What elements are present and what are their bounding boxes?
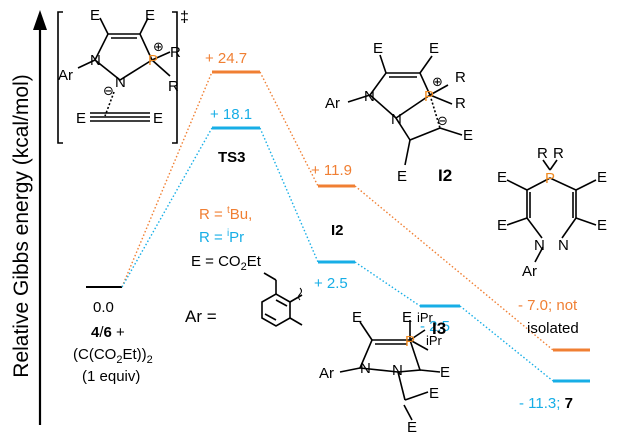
ts-atom-p: P: [148, 52, 158, 69]
i2-title: I2: [438, 166, 452, 185]
path-ipr-3: [354, 261, 421, 307]
i3-atom-e2: E: [402, 309, 412, 326]
path-ipr-1: [121, 127, 213, 288]
p-atom-e3: E: [497, 217, 507, 234]
i2-atom-n1: N: [364, 88, 375, 105]
product-structure: R R P E E E E N N Ar: [497, 145, 607, 280]
label-start-name-a: 4/6 +: [91, 324, 125, 341]
path-ipr-2: [259, 127, 319, 263]
ts-atom-e4: E: [153, 110, 163, 127]
p-atom-e1: E: [497, 169, 507, 186]
i3-atom-e4: E: [429, 385, 439, 402]
i2-structure: E E N N P ⊕ ⊖ R R Ar E E I2: [325, 40, 473, 185]
label-ts-tbu: + 24.7: [205, 50, 247, 67]
i2-atom-e2: E: [429, 40, 439, 57]
i3-ipr-2: iPr: [426, 333, 443, 348]
y-axis-arrow: [33, 10, 47, 30]
label-p-ipr: - 11.3; 7: [519, 395, 573, 412]
i3-atom-e5: E: [407, 419, 417, 435]
i3-structure: E E P iPr iPr I3 N N Ar E E E: [319, 309, 450, 435]
i3-title: I3: [432, 319, 446, 338]
i2-atom-ar: Ar: [325, 95, 340, 112]
p-atom-e2: E: [597, 169, 607, 186]
ts-atom-e1: E: [90, 7, 100, 24]
i2-atom-r2: R: [455, 95, 466, 112]
ts-atom-e2: E: [145, 7, 155, 24]
i3-atom-n1: N: [360, 360, 371, 377]
i3-atom-p: P: [405, 333, 415, 350]
i3-atom-e3: E: [440, 364, 450, 381]
path-ipr-4: [459, 305, 554, 382]
legend-r-ipr: R = iPr: [199, 228, 244, 246]
ts-atom-ar: Ar: [58, 67, 73, 84]
y-axis-label: Relative Gibbs energy (kcal/mol): [10, 74, 33, 377]
i2-atom-r1: R: [455, 69, 466, 86]
label-start-value: 0.0: [93, 299, 114, 316]
i3-atom-ar: Ar: [319, 365, 334, 382]
label-ts-name: TS3: [218, 149, 246, 166]
p-atom-r2: R: [553, 145, 564, 162]
i2-atom-p: P: [424, 88, 434, 105]
path-tbu-2: [259, 71, 319, 187]
i2-plus: ⊕: [432, 74, 443, 89]
i2-atom-n2: N: [391, 111, 402, 128]
p-atom-e4: E: [597, 217, 607, 234]
i2-minus: ⊖: [437, 113, 448, 128]
ts-atom-e3: E: [76, 110, 86, 127]
legend-e-def: E = CO2Et: [191, 253, 262, 273]
i3-atom-e1: E: [352, 309, 362, 326]
label-i2-tbu: + 11.9: [311, 162, 352, 179]
label-start-name-c: (1 equiv): [82, 368, 140, 385]
i2-atom-e4: E: [397, 168, 407, 185]
label-p-tbu-a: - 7.0; not: [518, 297, 578, 314]
i3-ipr-1: iPr: [417, 310, 434, 325]
ts-dagger: ‡: [180, 9, 189, 26]
ts-minus: ⊖: [103, 83, 114, 98]
p-atom-n1: N: [534, 237, 545, 254]
ar-structure: [261, 272, 303, 327]
i2-atom-e3: E: [463, 127, 473, 144]
p-atom-n2: N: [558, 237, 569, 254]
label-i2-name: I2: [331, 222, 344, 239]
label-ts-ipr: + 18.1: [210, 106, 252, 123]
ts-atom-n1: N: [90, 52, 101, 69]
p-atom-ar: Ar: [522, 263, 537, 280]
i3-atom-n2: N: [392, 362, 403, 379]
ts-plus: ⊕: [153, 39, 164, 54]
ts-structure: ‡ E E N N P ⊕ ⊖ R R Ar E E: [57, 7, 189, 144]
label-start-name-b: (C(CO2Et))2: [73, 346, 153, 366]
ts-atom-n2: N: [115, 74, 126, 91]
label-i3-ipr: - 2.5: [420, 318, 450, 335]
i2-atom-e1: E: [373, 40, 383, 57]
ts-atom-r2: R: [168, 78, 179, 95]
label-i2-ipr: + 2.5: [314, 275, 348, 292]
ts-atom-r1: R: [170, 44, 181, 61]
legend-r-tbu: R = tBu,: [199, 205, 252, 223]
p-atom-p: P: [545, 170, 555, 187]
p-atom-r1: R: [537, 145, 548, 162]
label-p-tbu-b: isolated: [527, 320, 579, 337]
legend-ar-label: Ar =: [185, 307, 217, 326]
